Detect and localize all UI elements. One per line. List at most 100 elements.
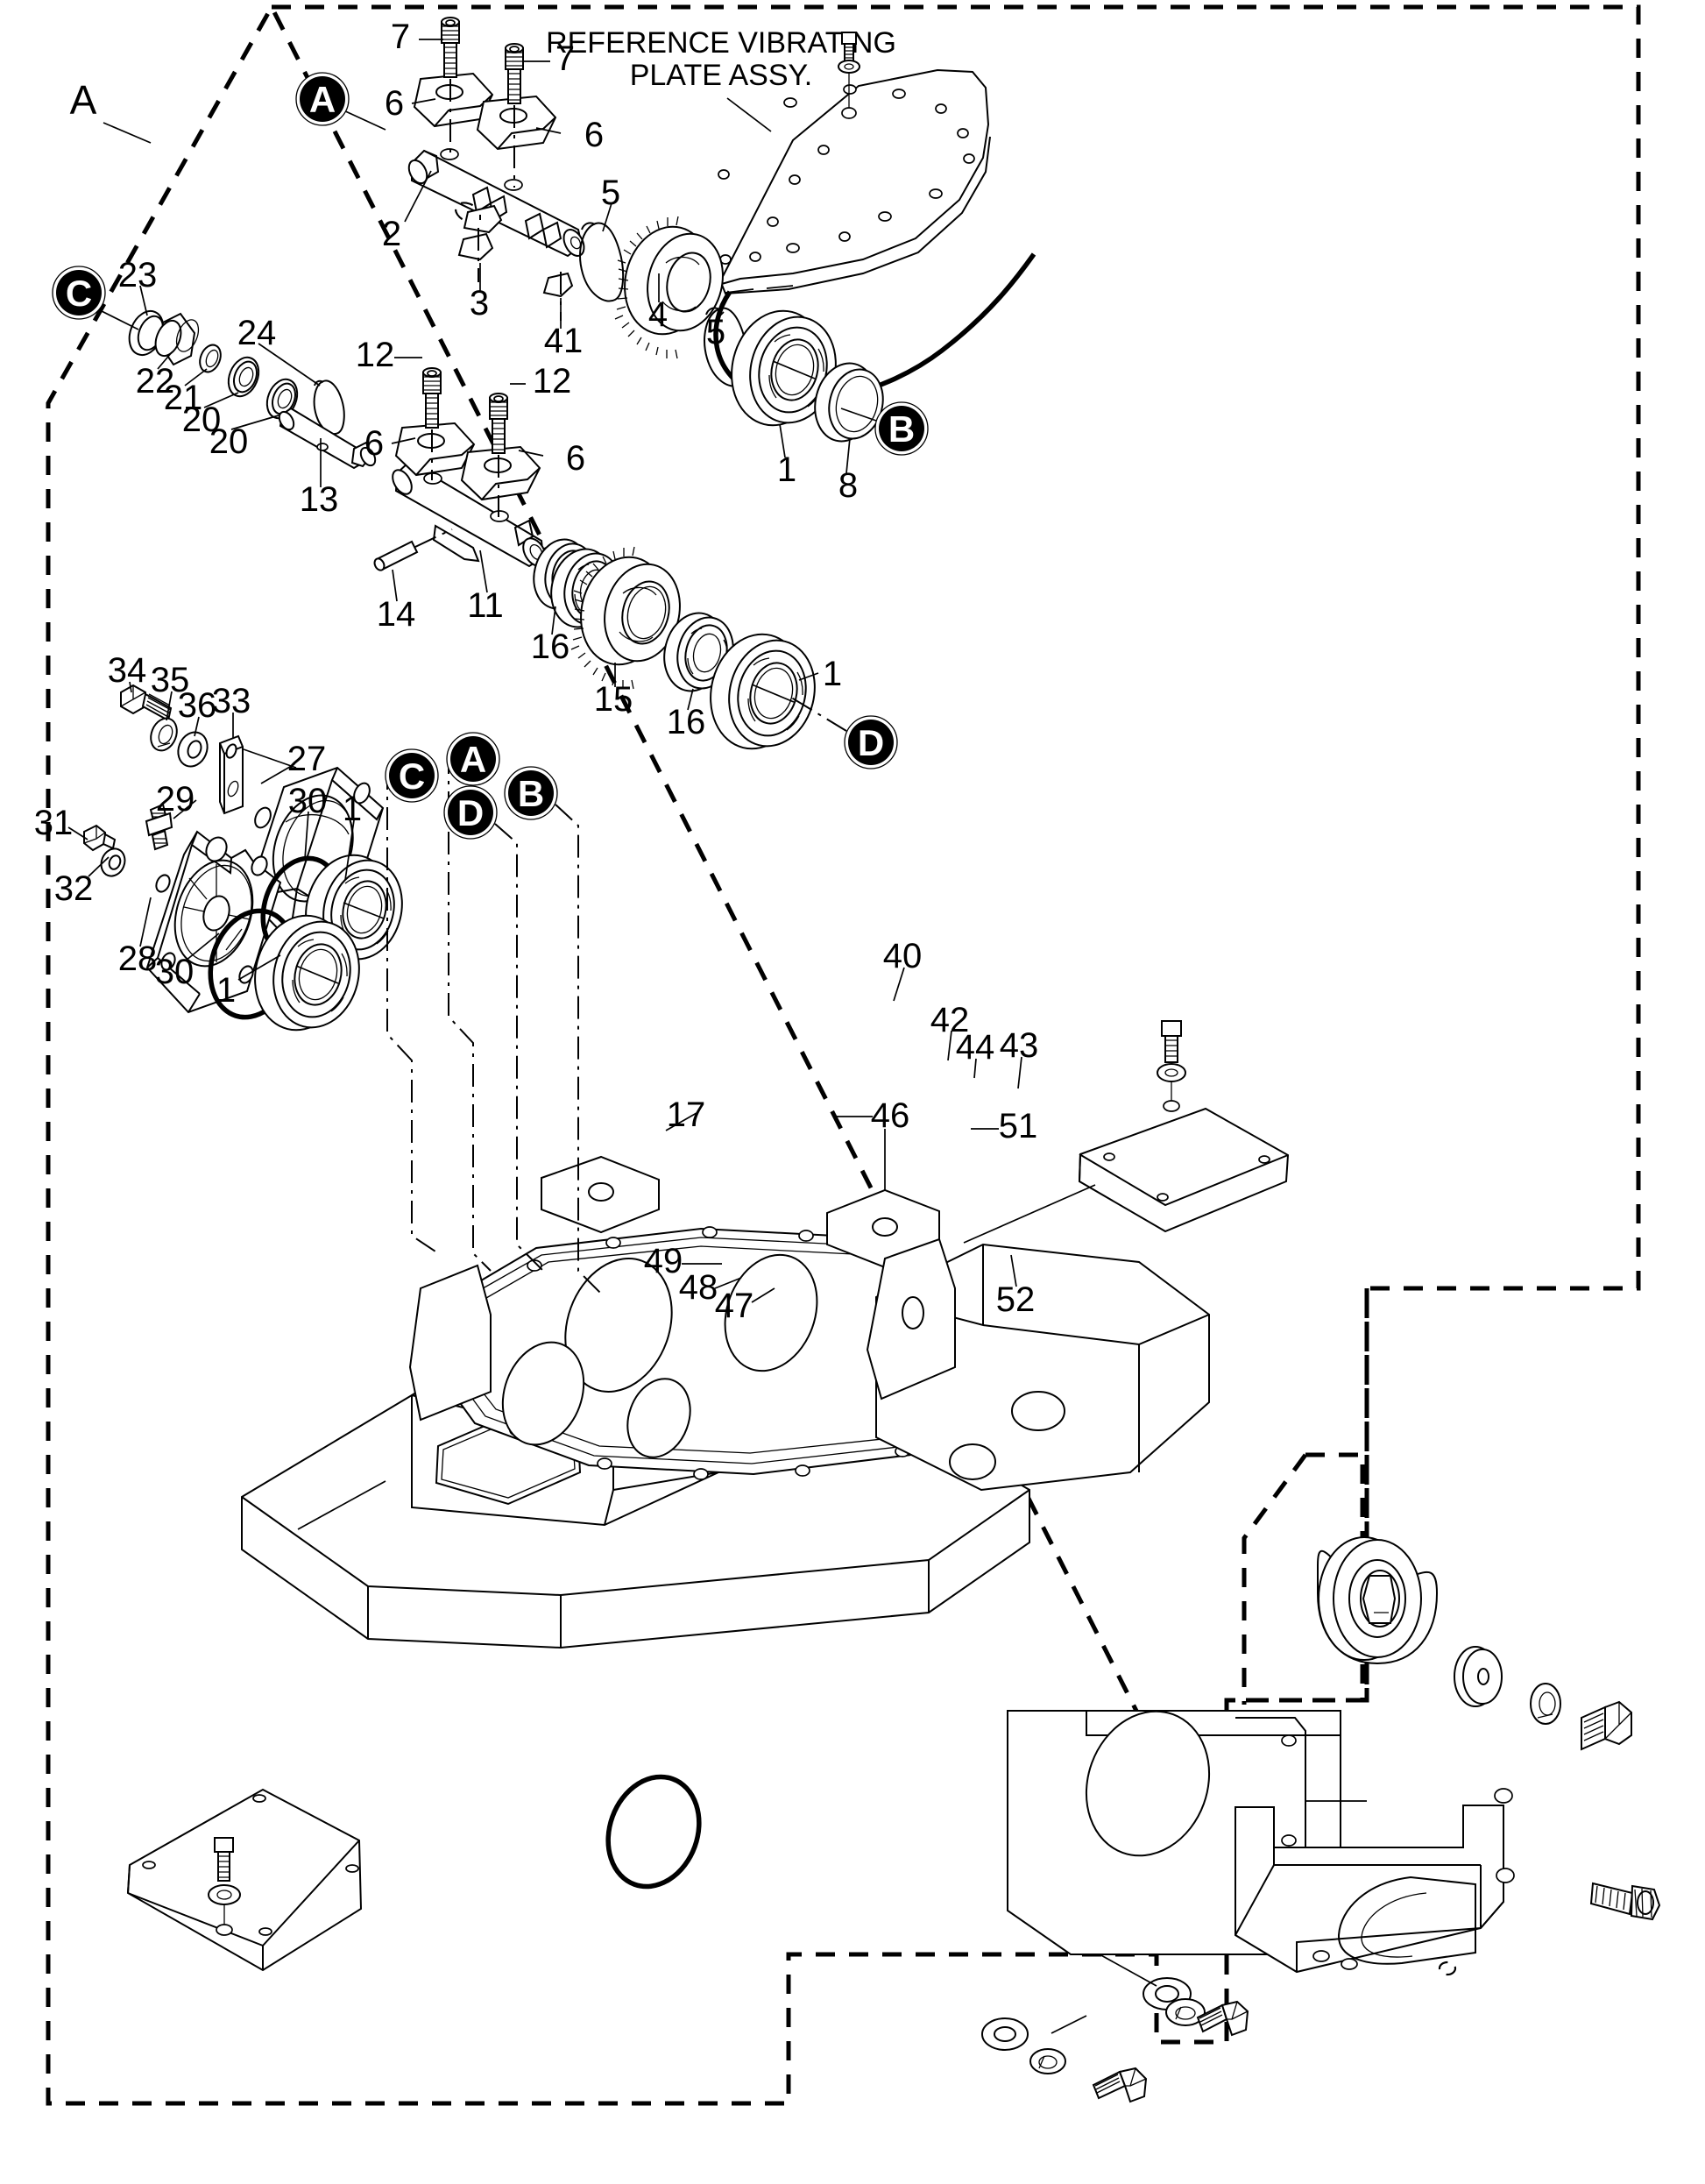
callout-20-a: 20 [182, 401, 222, 439]
pulley-assembly [1317, 1536, 1632, 1751]
eccentric-shaft-assembly [407, 17, 884, 443]
flat-washer-49b [981, 2017, 1029, 2051]
callout-6-a: 6 [385, 84, 404, 123]
callout-16-b: 16 [667, 703, 706, 741]
callout-3: 3 [470, 284, 489, 323]
callout-52: 52 [996, 1280, 1036, 1319]
c-subassembly [128, 309, 345, 435]
base-fasteners [981, 1954, 1249, 2103]
callout-2: 2 [382, 215, 401, 253]
marker-d-mid-letter: D [858, 722, 884, 763]
knurled-screw-52 [1589, 1882, 1661, 1921]
callout-4: 4 [648, 295, 668, 334]
callout-16-a: 16 [531, 628, 570, 666]
pulley-40 [1317, 1536, 1439, 1665]
plug-31 [83, 824, 117, 852]
callout-15: 15 [594, 680, 633, 719]
callout-23: 23 [118, 256, 158, 294]
callout-12-a: 12 [356, 336, 395, 374]
marker-c-body[interactable]: C [385, 748, 439, 1254]
callout-44: 44 [956, 1028, 995, 1067]
bolt-12a [422, 367, 442, 480]
snap-ring-24 [313, 379, 345, 435]
bearing-1-lower [710, 633, 816, 750]
callout-46: 46 [871, 1096, 910, 1135]
pump-housing-28 [145, 830, 282, 1014]
callout-33: 33 [212, 682, 251, 720]
marker-b-body-letter: B [518, 773, 544, 814]
bolt-7a [441, 17, 460, 156]
bolt-7b [505, 43, 524, 188]
callout-1-mid: 1 [823, 655, 842, 693]
callout-41: 41 [544, 322, 584, 360]
lock-washer-44 [1530, 1683, 1561, 1725]
leader-lines [67, 39, 1022, 1303]
marker-d-mid[interactable]: D [788, 695, 898, 769]
plate-bolt [838, 32, 860, 119]
fitting-29 [145, 803, 173, 851]
section-label-a: A [70, 77, 152, 144]
main-housing [126, 1020, 1290, 1972]
secondary-shaft-assembly [278, 367, 547, 571]
reference-note: REFERENCE VIBRATING PLATE ASSY. [546, 26, 896, 132]
lock-washer-48b [1029, 2048, 1066, 2074]
o-ring-17 [605, 1774, 702, 1890]
callout-51: 51 [999, 1107, 1038, 1145]
marker-a-body-letter: A [460, 739, 486, 780]
lock-washer-48a [1165, 1998, 1206, 2026]
callout-47: 47 [715, 1287, 754, 1325]
callout-8: 8 [838, 466, 858, 505]
belt-cover-51 [1235, 1788, 1661, 1976]
marker-b-right-letter: B [888, 408, 915, 450]
section-label-a-text: A [70, 77, 97, 123]
marker-b-right[interactable]: B [840, 401, 929, 456]
washer-42 [1454, 1646, 1503, 1707]
marker-c-left[interactable]: C [52, 266, 106, 320]
snap-ring-5a [579, 222, 625, 302]
hex-bolt-47b [1092, 2067, 1148, 2103]
callout-48: 48 [679, 1268, 718, 1307]
bracket-33 [219, 734, 244, 815]
left-base-plate [126, 1788, 363, 1972]
callout-24: 24 [237, 314, 277, 352]
callout-5-b: 5 [706, 313, 725, 351]
marker-a-top-letter: A [309, 79, 336, 120]
callout-35: 35 [151, 661, 190, 699]
callout-49: 49 [644, 1242, 683, 1280]
bolt-12b [489, 393, 508, 517]
marker-a-body[interactable]: A [446, 732, 500, 1272]
lock-washer-35 [150, 717, 178, 752]
callout-22: 22 [136, 362, 175, 401]
callout-34: 34 [108, 651, 147, 690]
hex-bolt-47a [1196, 2000, 1249, 2037]
callout-13: 13 [300, 480, 339, 519]
callout-numbers: 7 7 6 6 2 5 3 41 4 5 1 8 23 22 21 20 20 … [34, 18, 1039, 1325]
hex-bolt-43 [1581, 1700, 1632, 1751]
callout-20-b: 20 [209, 422, 249, 461]
cover-bolt [1157, 1020, 1186, 1112]
section-boundary-dashed [46, 2, 1641, 2106]
marker-b-body[interactable]: B [504, 766, 605, 1298]
oil-seal-8 [814, 362, 884, 443]
callout-32: 32 [54, 869, 94, 908]
gear-15 [570, 546, 681, 690]
reference-note-line2: PLATE ASSY. [630, 59, 813, 92]
callout-36: 36 [178, 686, 217, 725]
marker-d-body[interactable]: D [443, 785, 544, 1272]
bearing-1-left-b [254, 914, 360, 1032]
bushing-22 [154, 312, 200, 366]
callout-29: 29 [156, 780, 195, 819]
callout-21: 21 [164, 379, 203, 417]
spacer-21 [199, 344, 222, 373]
callout-14: 14 [377, 595, 416, 634]
section-marker-bubbles: A C B D C [52, 72, 929, 1298]
callout-28: 28 [118, 940, 158, 978]
marker-a-top[interactable]: A [295, 72, 350, 126]
callout-1-l1: 1 [343, 790, 362, 828]
flat-washer-36 [177, 731, 209, 768]
callout-30-a: 30 [288, 782, 328, 820]
callout-27: 27 [287, 740, 327, 778]
pump-cover-assembly [83, 684, 403, 1032]
marker-c-left-letter: C [66, 273, 92, 314]
